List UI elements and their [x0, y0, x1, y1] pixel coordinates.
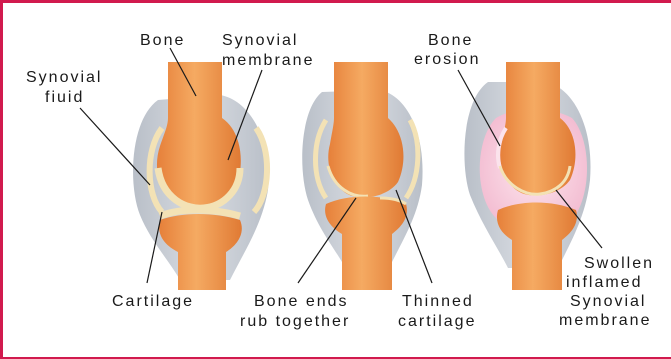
joint-inflamed [464, 62, 590, 290]
label-swollen-line2: inflamed [566, 274, 642, 291]
label-bone-ends-line2: rub together [240, 313, 350, 330]
upper-bone [157, 62, 241, 208]
joint-osteoarthritis [302, 62, 422, 290]
label-thinned-cartilage-line1: Thinned [402, 293, 474, 310]
label-thinned-cartilage-line2: cartilage [398, 313, 476, 330]
label-swollen-line3: Synovial [570, 293, 646, 310]
label-bone-ends-line1: Bone ends [254, 293, 349, 310]
label-synovial-fluid-line1: Synovial [26, 69, 102, 86]
upper-bone [328, 62, 403, 197]
label-swollen-line1: Swollen [584, 255, 654, 272]
upper-bone [500, 62, 575, 195]
label-synovial-fluid-line2: fiuid [45, 89, 84, 106]
label-bone: Bone [140, 32, 185, 49]
label-synovial-membrane-line1: Synovial [222, 32, 298, 49]
label-swollen-line4: membrane [559, 312, 651, 329]
label-synovial-membrane-line2: membrane [222, 52, 314, 69]
label-bone-erosion-line1: Bone [428, 32, 473, 49]
label-cartilage: Cartilage [112, 293, 194, 310]
label-bone-erosion-line2: erosion [414, 51, 480, 68]
